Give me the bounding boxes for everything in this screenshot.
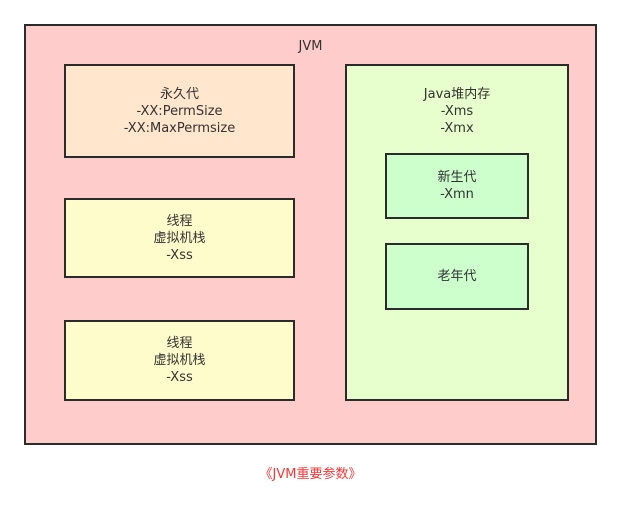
perm-max-size-param: -XX:MaxPermsize [123, 120, 236, 136]
stack2-thread-label: 线程 [166, 336, 193, 351]
jvm-label: JVM [298, 39, 323, 54]
young-xmn-param: -Xmn [440, 187, 474, 202]
thread-stack-box-1: 线程 虚拟机栈 -Xss [64, 198, 295, 278]
heap-xmx-param: -Xmx [440, 121, 474, 136]
heap-xms-param: -Xms [440, 104, 474, 119]
stack2-xss-param: -Xss [166, 370, 193, 385]
stack1-vm-stack-label: 虚拟机栈 [153, 230, 206, 246]
stack1-thread-label: 线程 [166, 213, 193, 229]
java-heap-box: Java堆内存 -Xms -Xmx [345, 64, 569, 401]
heap-title: Java堆内存 [423, 87, 491, 102]
young-generation-box: 新生代 -Xmn [385, 153, 529, 219]
permanent-generation-box: 永久代 -XX:PermSize -XX:MaxPermsize [64, 64, 295, 158]
young-title: 新生代 [437, 170, 477, 185]
diagram-caption: 《JVM重要参数》 [259, 467, 362, 482]
perm-title: 永久代 [159, 86, 199, 102]
thread-stack-box-2: 线程 虚拟机栈 -Xss [64, 320, 295, 401]
old-generation-box: 老年代 [385, 243, 529, 310]
stack1-xss-param: -Xss [166, 247, 193, 263]
perm-size-param: -XX:PermSize [136, 103, 223, 119]
stack2-vm-stack-label: 虚拟机栈 [153, 353, 206, 368]
old-title: 老年代 [437, 269, 477, 284]
